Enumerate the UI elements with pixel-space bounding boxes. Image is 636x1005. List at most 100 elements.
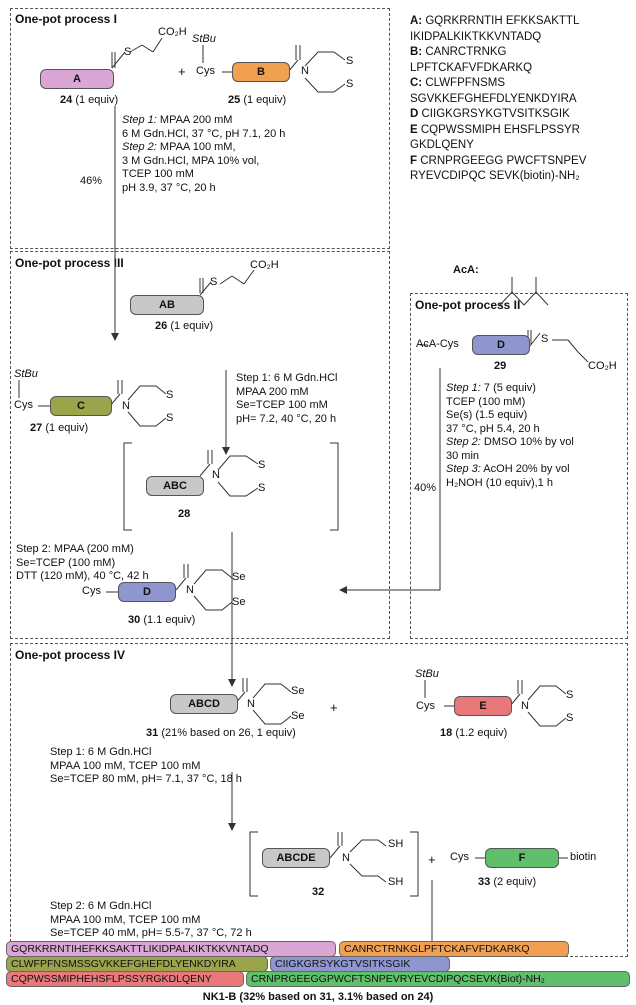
compound-33-label: 33 (2 equiv) — [478, 876, 537, 888]
s-label: S — [166, 412, 174, 424]
legend-line: E CQPWSSMIPH EHSFLPSSYR — [410, 123, 580, 136]
legend-line: D CIIGKGRSYKGTVSITKSGIK — [410, 108, 570, 120]
diazepane-ring — [217, 455, 259, 497]
sh-label: SH — [388, 876, 404, 888]
bracket-left — [249, 831, 258, 897]
se-label: Se — [291, 710, 305, 722]
plus-sign: + — [178, 64, 186, 79]
cys-label: Cys — [450, 851, 469, 863]
legend-key: B: — [410, 46, 426, 58]
condition-line: Se(s) (1.5 equiv) — [446, 409, 528, 421]
final-seq-a: GQRKRRNTIHEFKKSAKTTLIKIDPALKIKTKKVNTADQ — [6, 941, 336, 957]
se-label: Se — [232, 571, 246, 583]
bond — [111, 51, 126, 69]
co2h-label: CO₂H — [588, 360, 617, 372]
stbu-label: StBu — [14, 368, 38, 380]
condition-line: 30 min — [446, 449, 480, 462]
compound-30-label: 30 (1.1 equiv) — [128, 614, 196, 626]
bond — [199, 463, 211, 477]
process-iii-box — [10, 251, 390, 639]
bracket-right — [410, 831, 419, 897]
condition-line: pH 3.9, 37 °C, 20 h — [122, 181, 216, 194]
condition-line: 37 °C, pH 5.4, 20 h — [446, 422, 540, 435]
s-label: S — [566, 712, 574, 724]
process-iv-title: One-pot process IV — [15, 648, 126, 662]
n-label: N — [521, 700, 529, 712]
diselenide-ring — [252, 683, 292, 725]
s-label: S — [346, 55, 354, 67]
n-label: N — [301, 65, 309, 77]
fragment-abcde-pill: ABCDE — [262, 848, 330, 868]
process-ii-yield: 40% — [414, 482, 437, 494]
process-ii-box — [410, 293, 628, 639]
compound-29-label: 29 — [494, 360, 507, 372]
bracket-left — [123, 442, 132, 531]
legend-line: C: CLWFPFNSMS — [410, 77, 505, 89]
cys-label: Cys — [14, 399, 33, 411]
condition-line: Step 2: MPAA (200 mM) — [16, 543, 134, 555]
n-label: N — [122, 400, 130, 412]
diazepane-ring — [127, 385, 167, 427]
stbu-label: StBu — [192, 33, 216, 45]
thioester-s-label: S — [210, 276, 218, 288]
n-label: N — [342, 852, 350, 864]
plus-sign: + — [330, 700, 338, 715]
condition-line: TCEP (100 mM) — [446, 395, 526, 408]
process-i-box — [10, 8, 390, 249]
compound-28-label: 28 — [178, 508, 191, 520]
se-label: Se — [291, 685, 305, 697]
legend-key: F — [410, 154, 421, 167]
s-label: S — [166, 389, 174, 401]
condition-line: Step 2: 6 M Gdn.HCl — [50, 900, 152, 912]
cys-label: Cys — [196, 65, 215, 77]
process-ii-conditions: Step 1: 7 (5 equiv)TCEP (100 mM)Se(s) (1… — [446, 382, 574, 490]
fragment-f-pill: F — [485, 848, 559, 868]
cys-label: Cys — [416, 700, 435, 712]
bond — [141, 44, 154, 53]
n-label: N — [186, 584, 194, 596]
process-iii-step2-conditions: Step 2: MPAA (200 mM)Se=TCEP (100 mM)DTT… — [16, 543, 149, 584]
compound-25-label: 25 (1 equiv) — [228, 94, 287, 106]
process-ii-title: One-pot process II — [415, 298, 521, 312]
condition-line: MPAA 100 mM, TCEP 100 mM — [50, 759, 201, 772]
condition-line: Step 1: 6 M Gdn.HCl — [236, 372, 338, 384]
legend-key: A: — [410, 15, 426, 27]
condition-line: Step 1: 6 M Gdn.HCl — [50, 746, 152, 758]
fragment-d-pill: D — [472, 335, 530, 355]
legend-line: A: GQRKRRNTIH EFKKSAKTTL — [410, 15, 580, 27]
plus-sign: + — [428, 852, 436, 867]
co2h-label: CO₂H — [158, 26, 187, 38]
n-label: N — [247, 698, 255, 710]
diazepane-ring — [304, 51, 346, 93]
condition-line: 6 M Gdn.HCl, 37 °C, pH 7.1, 20 h — [122, 127, 286, 140]
bond — [231, 275, 245, 285]
legend-key: E — [410, 123, 421, 136]
condition-line: Step 1: 7 (5 equiv) — [446, 382, 536, 394]
bond — [577, 351, 589, 363]
condition-line: Se=TCEP 100 mM — [236, 399, 328, 411]
s-label: S — [258, 482, 266, 494]
condition-line: MPAA 200 mM — [236, 385, 309, 398]
condition-line: Step 3: AcOH 20% by vol — [446, 463, 570, 475]
condition-line: H₂NOH (10 equiv),1 h — [446, 476, 553, 489]
fragment-c-pill: C — [50, 396, 112, 416]
legend-line: RYEVCDIPQC SEVK(biotin)-NH₂ — [410, 170, 580, 182]
bond — [243, 269, 255, 285]
legend-key: C: — [410, 77, 426, 89]
biotin-label: biotin — [570, 851, 597, 863]
legend-line: F CRNPRGEEGG PWCFTSNPEV — [410, 154, 587, 167]
s-label: S — [346, 78, 354, 90]
condition-line: Se=TCEP 80 mM, pH= 7.1, 37 °C, 18 h — [50, 773, 242, 785]
legend-key: D — [410, 108, 422, 120]
fragment-abc-pill: ABC — [146, 476, 204, 496]
co2h-label: CO₂H — [250, 259, 279, 271]
final-seq-d: CIIGKGRSYKGTVSITKSGIK — [270, 956, 450, 972]
legend-line: SGVKKEFGHEFDLYENKDYIRA — [410, 92, 577, 105]
sh-label: SH — [388, 838, 404, 850]
s-label: S — [566, 689, 574, 701]
fragment-ab-pill: AB — [130, 295, 204, 315]
